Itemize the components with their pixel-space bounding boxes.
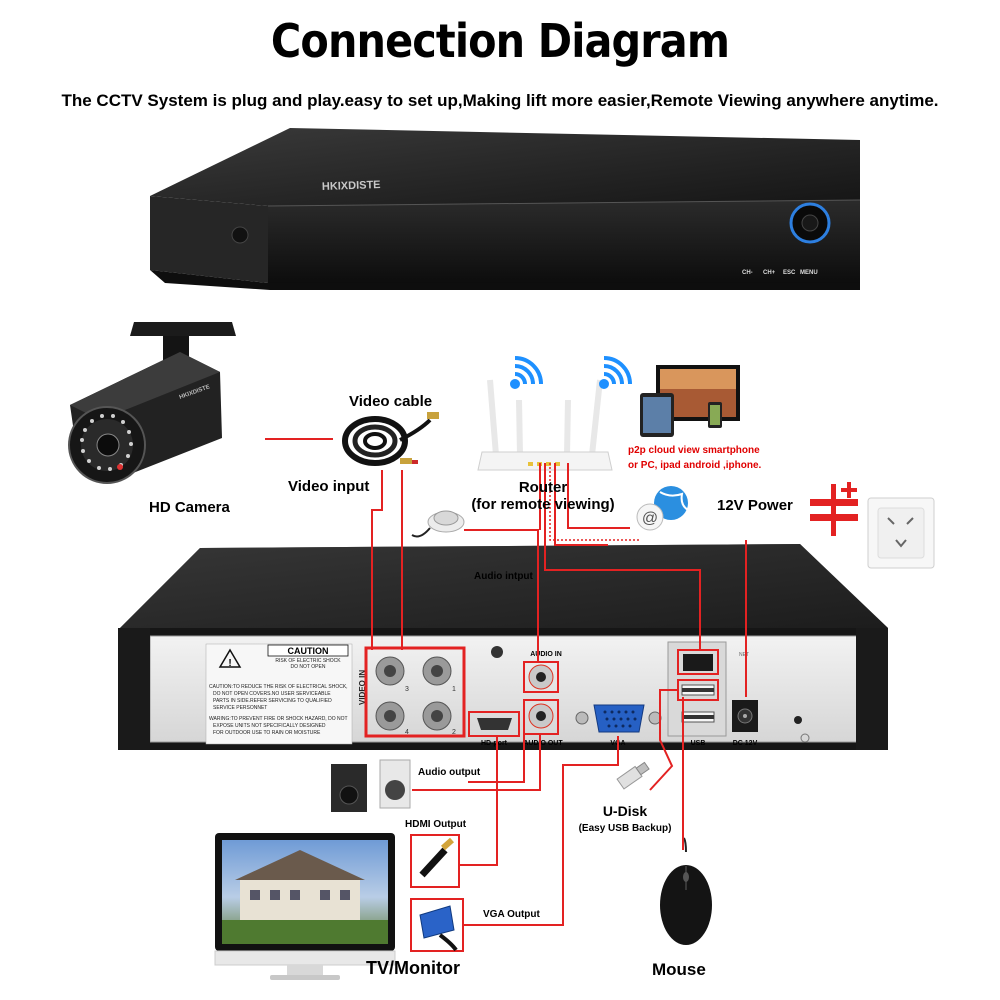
internet-globe-icon: @	[636, 486, 689, 531]
screw-hole	[794, 716, 802, 724]
vga-output-label: VGA Output	[483, 909, 540, 920]
caution-label: !	[205, 643, 353, 745]
svg-text:@: @	[642, 510, 658, 527]
video-in-bnc-ports[interactable]	[364, 646, 466, 738]
bnc-number-label: 4	[405, 729, 409, 736]
router-label: Router	[518, 479, 568, 496]
caution-text-line: FOR OUTDOOR USE TO RAIN OR MOISTURE	[213, 730, 321, 736]
udisk-label: U-Disk	[602, 803, 648, 819]
p2p-text-line-2: or PC, ipad android ,iphone.	[628, 460, 762, 471]
audio-in-port[interactable]	[523, 661, 559, 693]
speakers-icon	[331, 759, 411, 812]
dc-port-label: DC 12V	[733, 740, 758, 747]
dvr-front-button-ch-minus: CH-	[742, 270, 753, 276]
connection-lines	[371, 463, 747, 926]
svg-text:!: !	[228, 658, 231, 669]
page-title: Connection Diagram	[270, 14, 730, 68]
p2p-text-line-1: p2p cloud view smartphone	[628, 445, 760, 456]
hd-camera-icon	[68, 322, 236, 484]
tv-monitor-label: TV/Monitor	[366, 958, 460, 978]
remote-devices-icon	[640, 365, 740, 437]
audio-input-label: Audio intput	[474, 571, 533, 582]
ground-terminal-icon	[800, 733, 810, 743]
caution-text-line: PARTS IN SIDE.REFER SERVICING TO QUALIFI…	[213, 698, 332, 704]
power-symbol-icon	[810, 482, 858, 536]
mouse-label: Mouse	[652, 960, 706, 979]
bnc-number-label: 2	[452, 729, 456, 736]
usb-port-label: USB	[691, 740, 706, 747]
caution-text-line: DO NOT OPEN COVERS.NO USER SERVICEABLE	[213, 691, 331, 697]
audio-in-port-label: AUDIO IN	[530, 651, 562, 658]
vga-cable-icon	[410, 898, 464, 952]
network-port[interactable]	[677, 649, 719, 675]
router-icon	[477, 379, 613, 471]
dc-power-port[interactable]	[732, 700, 758, 732]
usb-port[interactable]	[681, 711, 715, 723]
video-input-label: Video input	[288, 478, 370, 495]
page-subtitle: The CCTV System is plug and play.easy to…	[61, 91, 939, 110]
wifi-icon	[599, 356, 632, 389]
dvr-front-button-menu: MENU	[800, 270, 818, 276]
audio-out-port-label: AUDIO OUT	[523, 740, 563, 747]
video-cable-icon	[342, 412, 439, 466]
dvr-brand-logo: HKIXDISTE	[322, 179, 381, 193]
wireless-link-line	[549, 463, 640, 541]
video-in-port-label: VIDEO IN	[358, 670, 367, 705]
dvr-front-button-ch-plus: CH+	[763, 270, 776, 276]
dvr-front-unit	[150, 128, 861, 290]
caution-text-line: EXPOSE UNITS NOT SPECIFICALLY DESIGNED	[213, 723, 326, 729]
hdmi-port-label: HD-port	[481, 740, 508, 747]
caution-text-line: CAUTION:TO REDUCE THE RISK OF ELECTRICAL…	[209, 684, 348, 690]
caution-sub-line: RISK OF ELECTRIC SHOCK	[275, 658, 341, 664]
dvr-front-button-esc: ESC	[783, 270, 796, 276]
audio-out-port[interactable]	[523, 699, 559, 735]
net-port-label: NET	[739, 652, 749, 658]
udisk-sublabel: (Easy USB Backup)	[578, 823, 672, 834]
router-sublabel: (for remote viewing)	[471, 496, 615, 513]
audio-output-label: Audio output	[418, 767, 481, 778]
hdmi-port[interactable]	[468, 711, 520, 737]
power-label: 12V Power	[717, 497, 793, 514]
mouse-icon	[660, 837, 712, 945]
wifi-icon	[510, 356, 543, 389]
caution-title: CAUTION	[288, 646, 329, 656]
tv-monitor-icon	[214, 833, 396, 980]
vga-port[interactable]	[575, 704, 662, 733]
usb-flash-drive-icon	[616, 761, 650, 790]
wall-outlet-icon	[867, 497, 935, 569]
caution-text-line: WARING:TO PREVENT FIRE OR SHOCK HAZARD, …	[209, 716, 348, 722]
hd-camera-label: HD Camera	[149, 499, 230, 516]
bnc-number-label: 1	[452, 686, 456, 693]
bnc-number-label: 3	[405, 686, 409, 693]
caution-sub-line: DO NOT OPEN	[291, 664, 326, 670]
microphone-icon	[411, 510, 465, 538]
screw-hole	[491, 646, 503, 658]
hdmi-cable-icon	[410, 834, 460, 888]
caution-text-line: SERVICE PERSONNET	[213, 705, 267, 711]
hdmi-output-label: HDMI Output	[405, 819, 467, 830]
video-cable-label: Video cable	[349, 393, 433, 410]
